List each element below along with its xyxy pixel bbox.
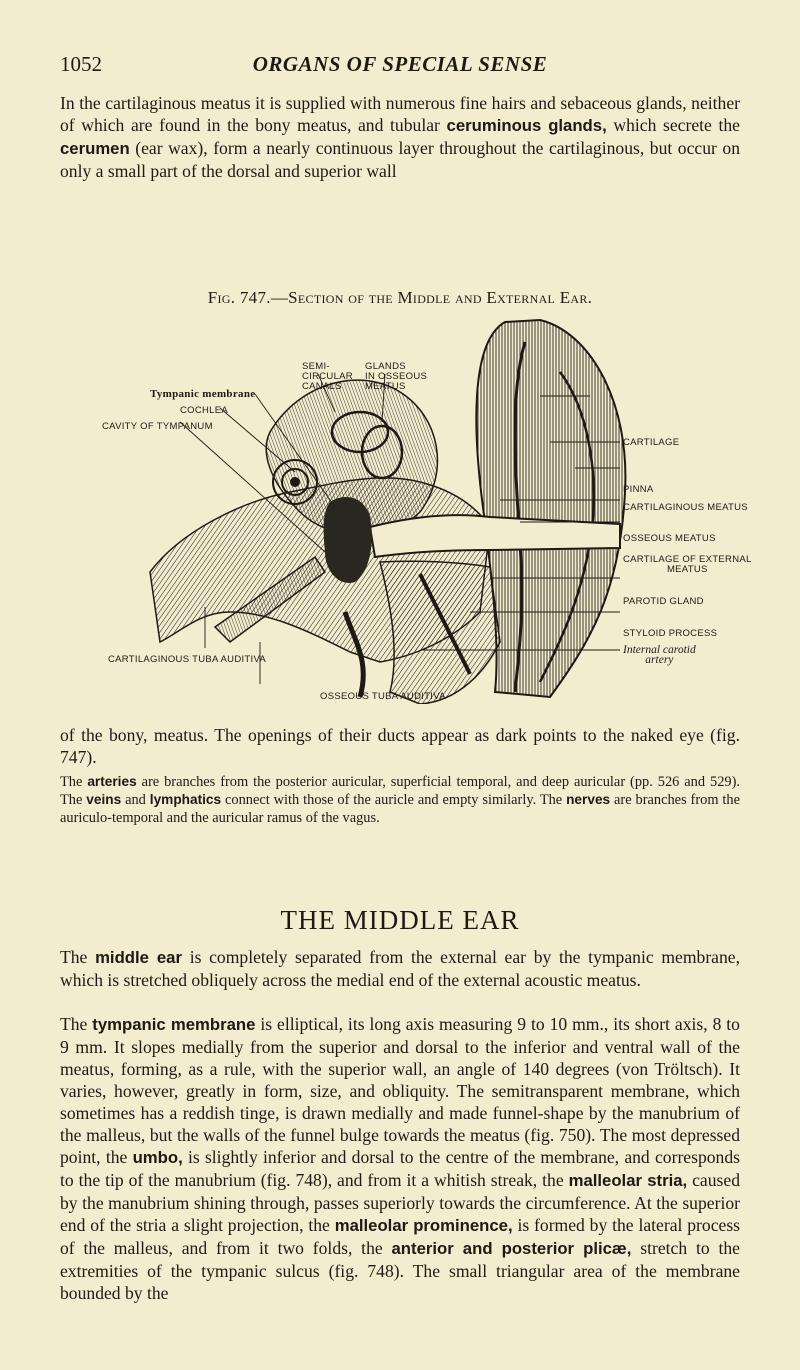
label-cartilage: CARTILAGE <box>623 437 680 448</box>
middle-ear-paragraph-1: The middle ear is completely separated f… <box>60 947 740 990</box>
ear-section-figure: SEMI- CIRCULAR CANALS GLANDS IN OSSEOUS … <box>102 312 760 705</box>
vessels-nerves-paragraph: The arteries are branches from the poste… <box>60 774 740 826</box>
figure-caption: Fig. 747.—Section of the Middle and Exte… <box>207 288 593 307</box>
middle-ear-paragraph-2: The tympanic membrane is elliptical, its… <box>60 1014 741 1303</box>
page-number: 1052 <box>60 52 102 76</box>
label-tympanic-membrane: Tympanic membrane <box>150 388 256 400</box>
page-header: 1052 ORGANS OF SPECIAL SENSE <box>60 52 740 78</box>
label-styloid-process: STYLOID PROCESS <box>623 628 718 639</box>
label-cartilaginous-meatus: CARTILAGINOUS MEATUS <box>623 502 748 513</box>
label-cavity-of-tympanum: CAVITY OF TYMPANUM <box>102 421 213 432</box>
label-osseous-meatus: OSSEOUS MEATUS <box>623 533 716 544</box>
label-osseous-tuba-auditiva: OSSEOUS TUBA AUDITIVA <box>320 691 446 702</box>
label-internal-carotid-artery: Internal carotid artery <box>623 644 696 666</box>
label-cartilage-of-external-meatus: CARTILAGE OF EXTERNAL MEATUS <box>623 554 752 575</box>
label-parotid-gland: PAROTID GLAND <box>623 596 704 607</box>
label-glands-osseous-meatus: GLANDS IN OSSEOUS MEATUS <box>365 361 428 392</box>
label-semicircular-canals: SEMI- CIRCULAR CANALS <box>302 361 353 392</box>
label-cartilaginous-tuba-auditiva: CARTILAGINOUS TUBA AUDITIVA <box>108 654 267 665</box>
label-cochlea: COCHLEA <box>180 405 229 416</box>
ear-section-illustration <box>149 318 627 705</box>
continuation-paragraph: of the bony, meatus. The openings of the… <box>60 725 740 767</box>
intro-paragraph: In the cartilaginous meatus it is suppli… <box>60 93 740 181</box>
label-pinna: PINNA <box>623 484 654 495</box>
section-title: THE MIDDLE EAR <box>280 905 520 935</box>
running-head: ORGANS OF SPECIAL SENSE <box>252 52 548 76</box>
